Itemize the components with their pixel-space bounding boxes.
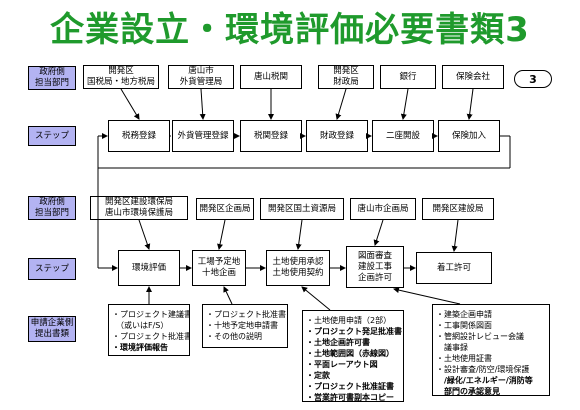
doc-list-3: ・土地使用申請（2部） ・プロジェクト発足批准書・土地企画許可書・土地範囲図（赤線… [302, 310, 404, 402]
doc-arrow-4 [393, 287, 461, 305]
gov-office-2-4: 唐山市企画局 [350, 198, 416, 220]
step-label-1: ステップ [28, 126, 76, 146]
doc-item: ・環境評価報告 [112, 343, 168, 352]
doc-list-4: ・建築企画申請・工事関係図面・管網設計レビュー会議 議事録・土地使用証書・設計審… [432, 304, 550, 396]
doc-item: （或いはF/S） [112, 321, 169, 330]
doc-item: ・土地使用証書 [436, 354, 492, 363]
gov-office-1-3: 唐山税関 [240, 65, 302, 89]
doc-arrow-2 [223, 286, 233, 305]
doc-item: ・プロジェクト批准証書 [306, 382, 394, 391]
gov-office-1-4: 開発区 財政局 [318, 65, 374, 89]
doc-list-1: ・プロジェクト建議書 （或いはF/S） ・プロジェクト批准書・環境評価報告 [108, 304, 190, 356]
doc-item: ・プロジェクト批准書 [206, 310, 286, 319]
doc-item: ・工事関係図面 [436, 321, 492, 330]
doc-arrow-3 [301, 286, 331, 311]
doc-item: ・土地企画許可書 [306, 338, 370, 347]
gov-office-1-5: 銀行 [380, 65, 436, 89]
step-label-2: ステップ [28, 258, 76, 280]
arrow-1-1 [120, 88, 140, 120]
doc-item: ・その他の説明 [206, 332, 262, 341]
doc-item: ・定款 [306, 371, 330, 380]
step-2-3: 土地使用承認 土地使用契約 [266, 250, 330, 286]
doc-item: ・十地予定地申請書 [206, 321, 278, 330]
doc-list-2: ・プロジェクト批准書・十地予定地申請書・その他の説明 [202, 304, 288, 348]
doc-item: 部門の承認意見 [436, 387, 500, 396]
doc-item: /緑化/エネルギー/消防等 [436, 376, 533, 385]
doc-item: 議事録 [436, 343, 468, 352]
arrow-2-5 [451, 219, 459, 252]
arrow-1-4 [335, 88, 347, 120]
arrow-1-6 [466, 88, 474, 120]
doc-item: ・プロジェクト発足批准書 [306, 327, 402, 336]
arrow-2-3 [295, 219, 303, 250]
gov-label-2: 政府側 担当部門 [28, 196, 76, 220]
step-2-1: 環境評価 [118, 250, 180, 286]
gov-office-1-1: 開発区 国税局・地方税局 [83, 65, 159, 89]
step-2-4: 図面審査 建設工事 企画許可 [346, 246, 404, 288]
step-2-5: 着工許可 [416, 252, 492, 284]
arrow-2-4 [373, 219, 384, 246]
gov-office-2-1: 開発区建設環保局 唐山市環境保護局 [90, 196, 188, 220]
doc-item: ・土地範囲図（赤線図） [306, 349, 394, 358]
doc-item: ・プロジェクト建議書 [112, 310, 190, 319]
gov-office-1-2: 唐山市 外貨管理局 [168, 65, 234, 89]
doc-item: ・営業許可書副本コピー [306, 393, 394, 402]
arrow-1-2 [199, 88, 206, 120]
step-1-2: 外貨管理登録 [172, 120, 234, 152]
doc-item: ・管網設計レビュー会議 [436, 332, 524, 341]
doc-item: ・平面レーアウト図 [306, 360, 378, 369]
docs-label: 申請企業側 提出書類 [28, 316, 76, 342]
doc-item: ・プロジェクト批准書 [112, 332, 190, 341]
arrow-2-1 [138, 219, 151, 250]
step-2-2: 工場予定地 十地企画 [192, 250, 246, 286]
step-1-6: 保険加入 [438, 120, 500, 152]
doc-item: ・建築企画申請 [436, 310, 492, 319]
gov-office-2-2: 開発区企画局 [196, 198, 254, 220]
gov-label-1: 政府側 担当部門 [28, 66, 76, 90]
arrow-2-2 [217, 219, 226, 250]
page-number-badge: 3 [514, 70, 552, 88]
doc-item: ・土地使用申請（2部） [306, 316, 392, 325]
doc-item: ・設計審査/防空/環境保護 [436, 365, 530, 374]
gov-office-1-6: 保険会社 [442, 65, 504, 89]
page-title: 企業設立・環境評価必要書類3 [50, 10, 530, 50]
step-1-3: 税関登録 [240, 120, 302, 152]
gov-office-2-5: 開発区建設局 [422, 198, 494, 220]
step-1-4: 財政登録 [306, 120, 368, 152]
step-1-1: 税務登録 [108, 120, 170, 152]
arrow-1-5 [400, 88, 409, 120]
gov-office-2-3: 開発区国土資源局 [260, 198, 344, 220]
